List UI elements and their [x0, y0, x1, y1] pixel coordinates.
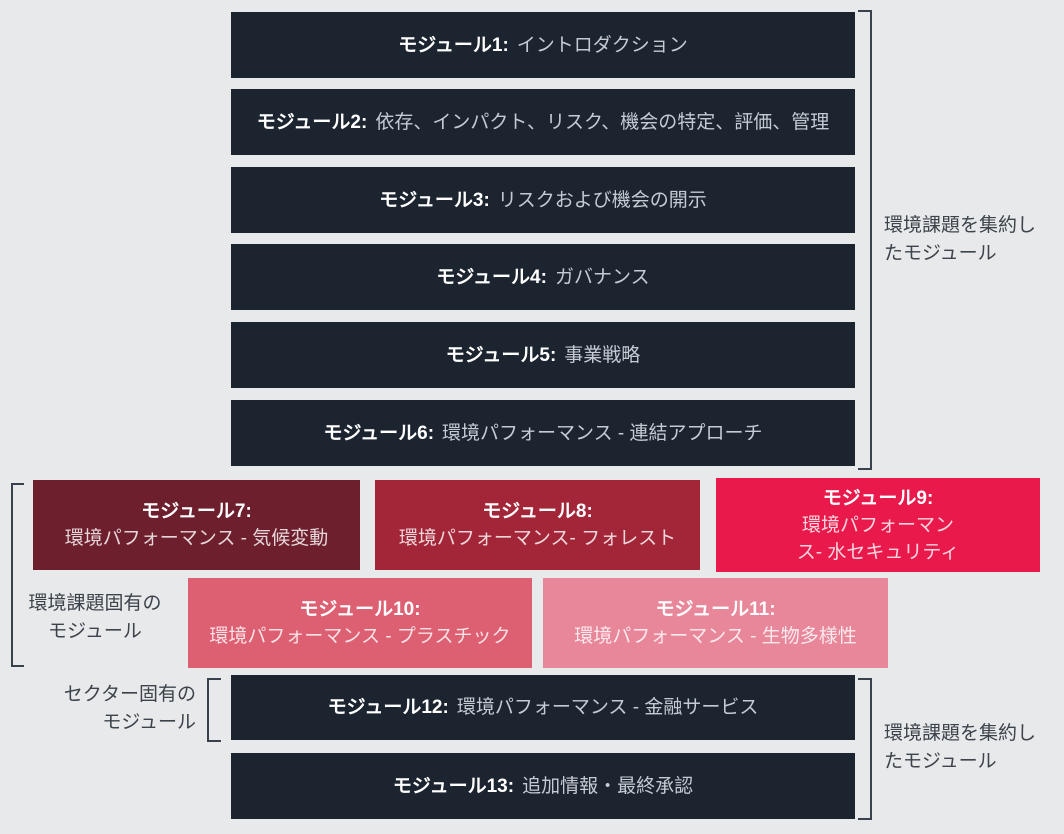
annotation-issue-specific-line2: モジュール: [48, 621, 142, 642]
module-10-label: モジュール10:: [299, 599, 421, 620]
module-8-desc: 環境パフォーマンス- フォレスト: [398, 528, 677, 549]
module-13-desc: 追加情報・最終承認: [522, 775, 694, 797]
module-7-box: モジュール7: 環境パフォーマンス - 気候変動: [33, 480, 360, 570]
module-5-label: モジュール5:: [445, 344, 557, 366]
module-5-desc: 事業戦略: [564, 344, 641, 366]
module-8-box: モジュール8: 環境パフォーマンス- フォレスト: [375, 480, 700, 570]
annotation-aggregated-top-line1: 環境課題を集約し: [884, 215, 1037, 236]
module-6-box: モジュール6: 環境パフォーマンス - 連結アプローチ: [231, 400, 855, 466]
module-9-desc-line1: 環境パフォーマン: [801, 514, 954, 536]
bracket-sector-specific: [207, 678, 221, 742]
annotation-aggregated-top: 環境課題を集約し たモジュール: [884, 212, 1056, 268]
annotation-aggregated-bottom-line1: 環境課題を集約し: [884, 723, 1037, 744]
annotation-issue-specific-line1: 環境課題固有の: [28, 593, 162, 614]
module-11-desc: 環境パフォーマンス - 生物多様性: [574, 626, 857, 647]
annotation-aggregated-top-line2: たモジュール: [884, 243, 997, 264]
module-10-box: モジュール10: 環境パフォーマンス - プラスチック: [188, 578, 532, 668]
module-10-desc: 環境パフォーマンス - プラスチック: [209, 626, 511, 647]
module-2-label: モジュール2:: [256, 111, 368, 133]
module-3-desc: リスクおよび機会の開示: [497, 189, 707, 211]
module-13-box: モジュール13: 追加情報・最終承認: [231, 753, 855, 819]
annotation-sector-specific-line2: モジュール: [102, 712, 196, 733]
annotation-aggregated-bottom: 環境課題を集約し たモジュール: [884, 720, 1056, 776]
module-4-box: モジュール4: ガバナンス: [231, 244, 855, 310]
module-11-label: モジュール11:: [655, 599, 776, 620]
module-5-box: モジュール5: 事業戦略: [231, 322, 855, 388]
module-12-box: モジュール12: 環境パフォーマンス - 金融サービス: [231, 675, 855, 740]
module-1-box: モジュール1: イントロダクション: [231, 12, 855, 78]
module-9-box: モジュール9: 環境パフォーマン ス- 水セキュリティ: [716, 478, 1040, 572]
bracket-aggregated-bottom: [858, 678, 872, 820]
module-3-label: モジュール3:: [379, 189, 490, 211]
module-9-desc-line2: ス- 水セキュリティ: [796, 541, 960, 563]
module-4-desc: ガバナンス: [554, 266, 650, 288]
module-4-label: モジュール4:: [436, 266, 547, 288]
module-8-label: モジュール8:: [482, 501, 593, 522]
annotation-sector-specific-line1: セクター固有の: [63, 684, 196, 705]
module-12-desc: 環境パフォーマンス - 金融サービス: [456, 697, 759, 718]
annotation-sector-specific: セクター固有の モジュール: [40, 681, 196, 737]
module-1-label: モジュール1:: [398, 34, 509, 56]
annotation-aggregated-bottom-line2: たモジュール: [884, 751, 997, 772]
module-6-label: モジュール6:: [323, 422, 435, 444]
bracket-aggregated-top: [858, 10, 872, 470]
module-9-label: モジュール9:: [822, 487, 934, 509]
module-7-label: モジュール7:: [141, 501, 252, 522]
module-1-desc: イントロダクション: [516, 34, 688, 56]
module-12-label: モジュール12:: [327, 697, 449, 718]
module-13-label: モジュール13:: [392, 775, 515, 797]
module-7-desc: 環境パフォーマンス - 気候変動: [64, 528, 329, 549]
annotation-issue-specific: 環境課題固有の モジュール: [20, 590, 170, 646]
module-2-desc: 依存、インパクト、リスク、機会の特定、評価、管理: [375, 111, 830, 133]
module-6-desc: 環境パフォーマンス - 連結アプローチ: [442, 422, 763, 444]
module-11-box: モジュール11: 環境パフォーマンス - 生物多様性: [543, 578, 888, 668]
module-3-box: モジュール3: リスクおよび機会の開示: [231, 167, 855, 233]
bracket-issue-specific: [11, 483, 24, 667]
module-2-box: モジュール2: 依存、インパクト、リスク、機会の特定、評価、管理: [231, 89, 855, 155]
